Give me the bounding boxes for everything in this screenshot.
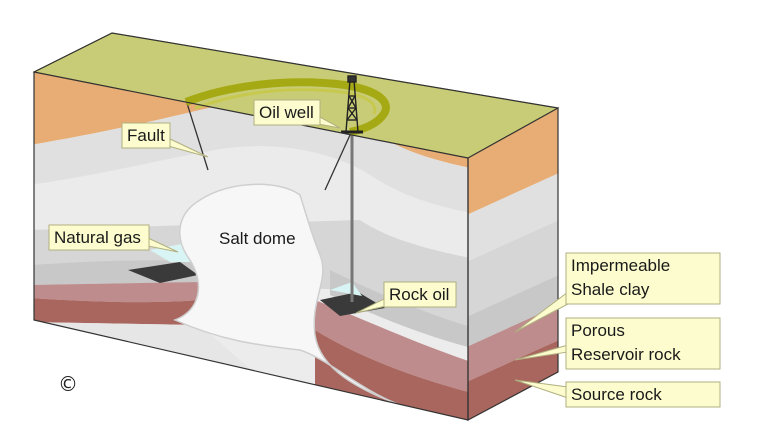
fault-line-right	[324, 134, 351, 191]
label-fault: Fault	[127, 126, 165, 145]
dome-surface-ring	[184, 78, 390, 136]
label-impermeable-line2: Shale clay	[571, 280, 650, 299]
callout-porous: Porous Reservoir rock	[514, 317, 721, 370]
label-natural-gas: Natural gas	[54, 228, 141, 247]
label-porous-line2: Reservoir rock	[571, 345, 681, 364]
label-porous-line1: Porous	[571, 321, 625, 340]
fault-line-left	[185, 99, 209, 171]
label-salt-dome: Salt dome	[219, 229, 296, 248]
copyright-symbol: ©	[58, 372, 78, 396]
callout-rock-oil: Rock oil	[355, 281, 457, 314]
label-rock-oil: Rock oil	[389, 285, 449, 304]
callout-natural-gas: Natural gas	[48, 224, 179, 253]
block-outline	[33, 32, 559, 421]
callout-impermeable: Impermeable Shale clay	[514, 252, 721, 333]
label-oil-well: Oil well	[259, 103, 314, 122]
label-source-rock: Source rock	[571, 385, 662, 404]
callout-oil-well: Oil well	[253, 99, 341, 129]
callout-fault: Fault	[121, 122, 209, 158]
oil-derrick-icon	[341, 75, 363, 134]
callout-source-rock: Source rock	[514, 379, 721, 408]
side-cross-section	[468, 108, 558, 420]
label-impermeable-line1: Impermeable	[571, 256, 670, 275]
